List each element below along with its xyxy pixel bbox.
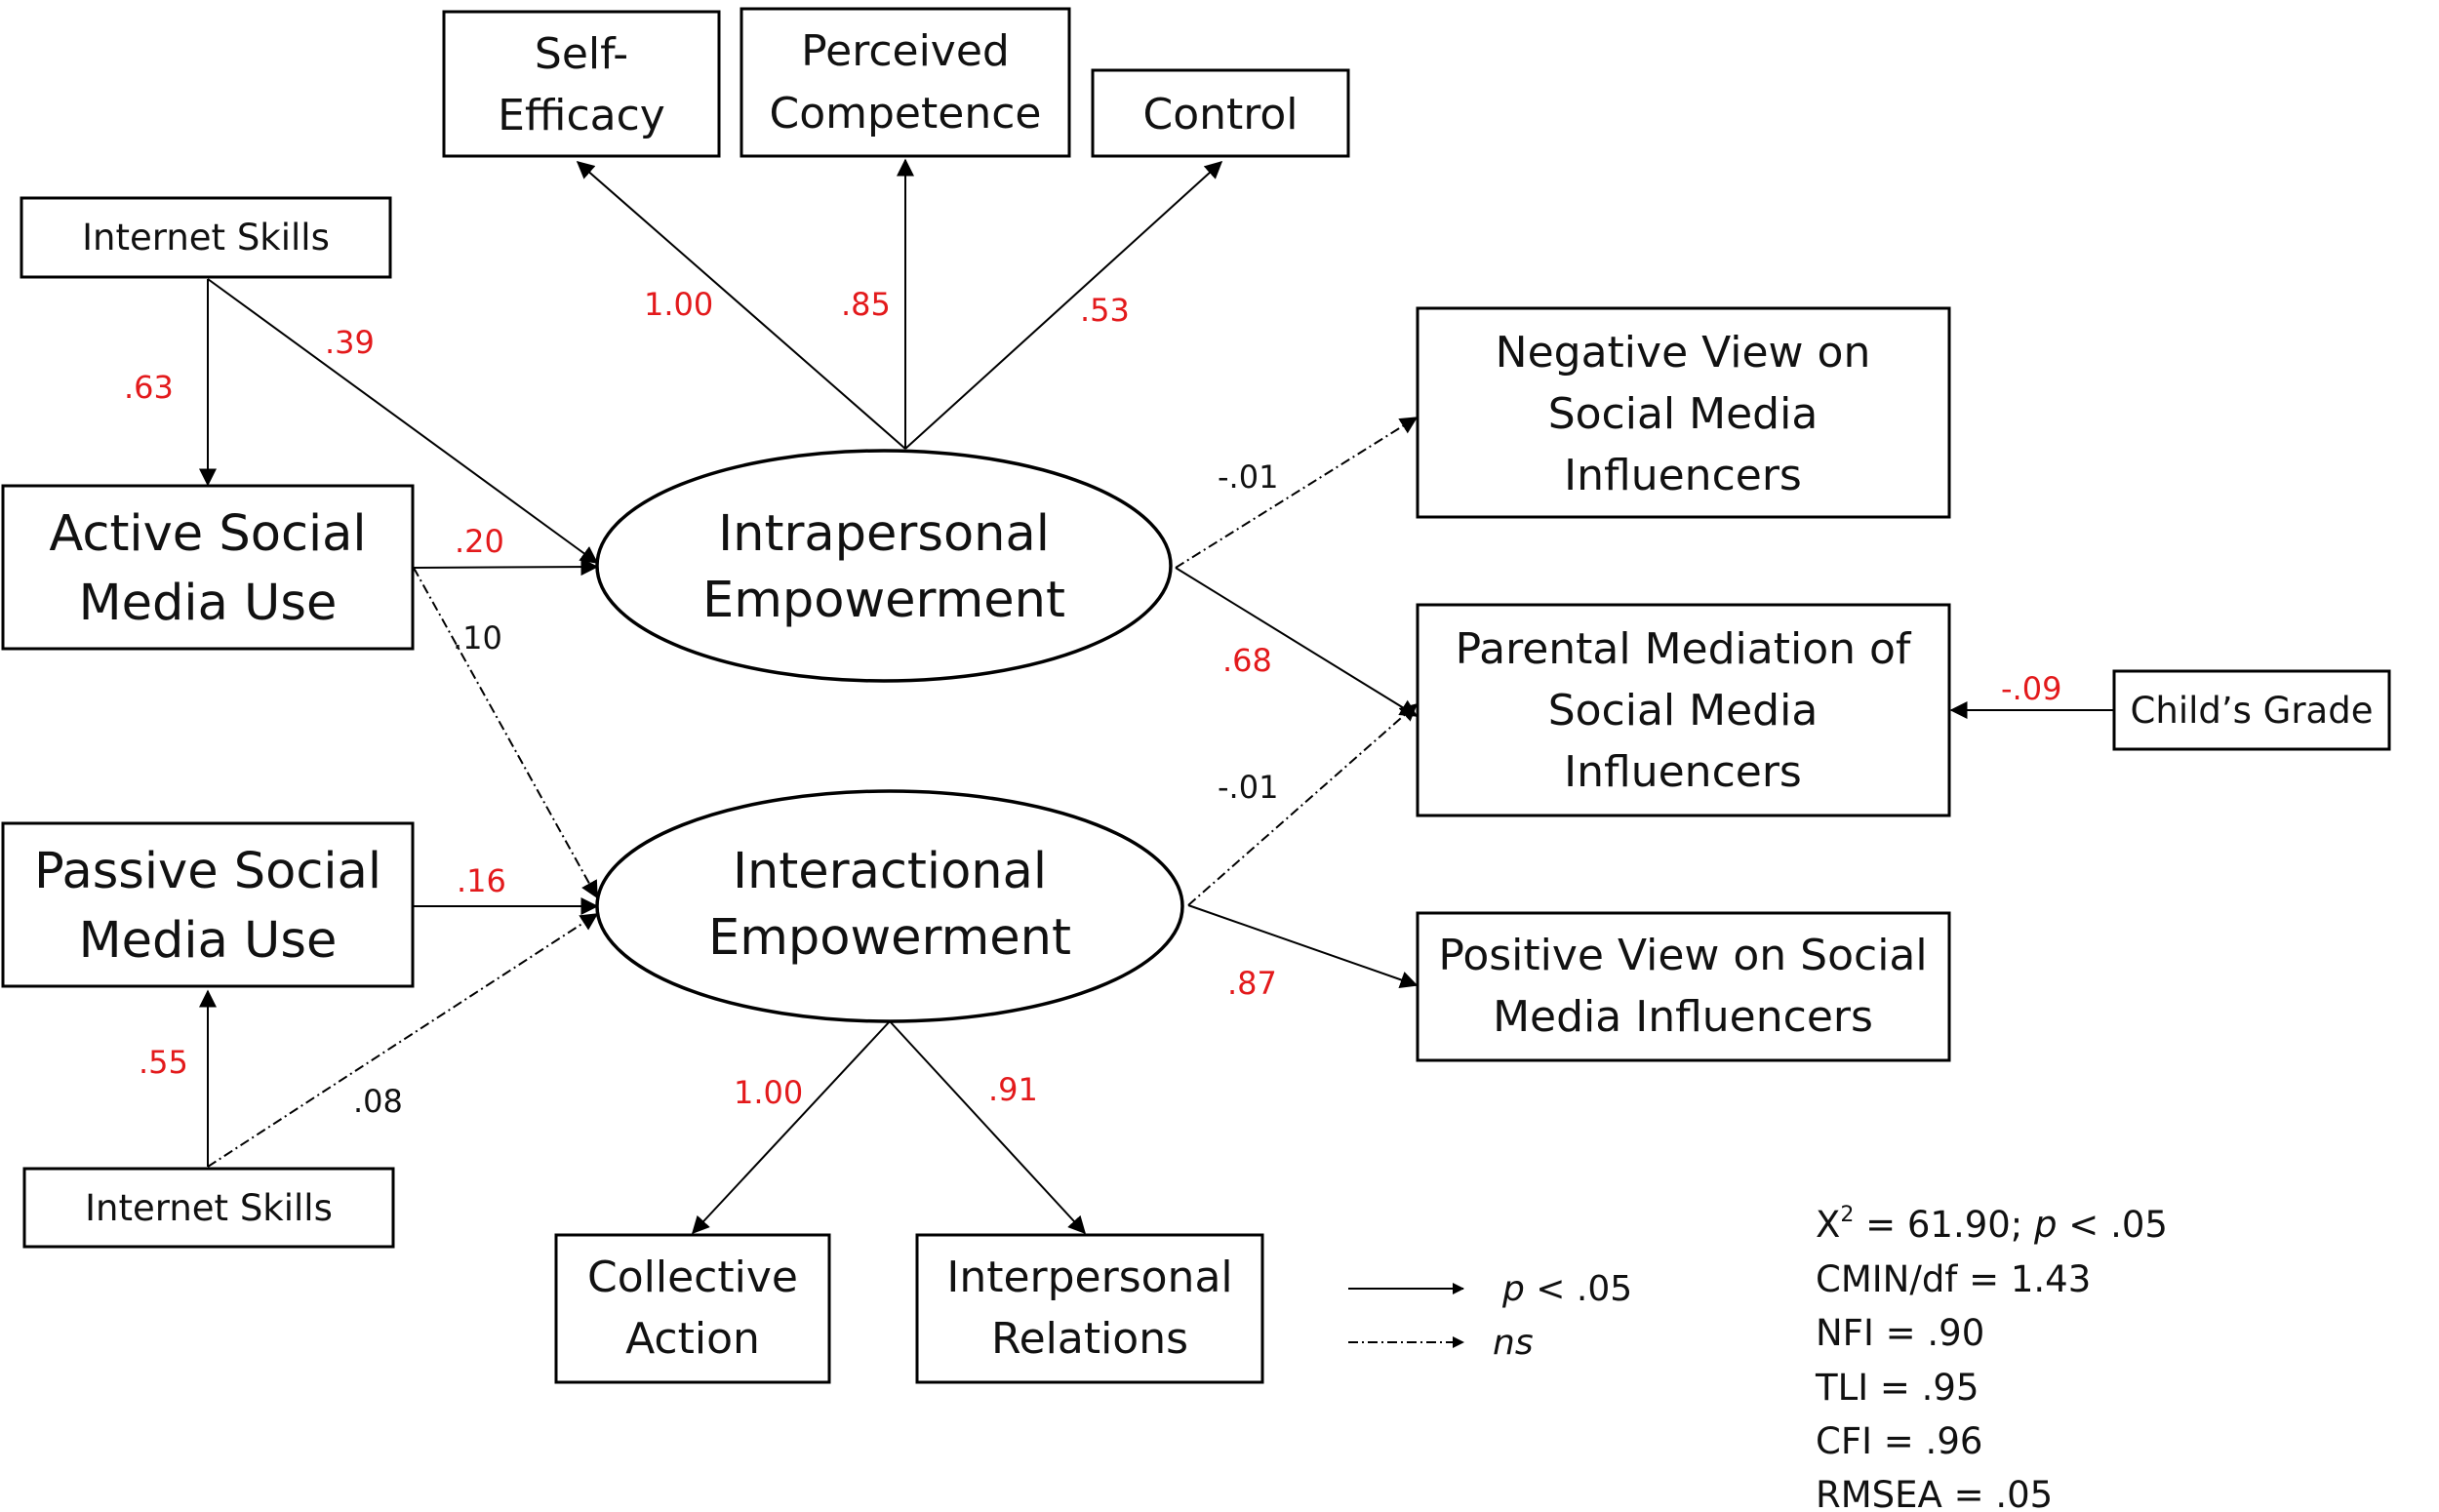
chi-p-rest: < .05 [2058, 1204, 2168, 1246]
coef-intra-to-self-efficacy: 1.00 [644, 286, 713, 323]
coef-internet-bottom-to-passive: .55 [139, 1044, 188, 1081]
path-internet-top-to-intra [207, 278, 599, 564]
negative-view-line-2: Social Media [1548, 389, 1819, 439]
legend-p-rest: < .05 [1525, 1269, 1632, 1309]
chi-prefix: X [1816, 1204, 1840, 1246]
node-positive-view: Positive View on Social Media Influencer… [1416, 911, 1951, 1062]
self-efficacy-line-1: Self- [535, 29, 628, 79]
legend-dashed-label: ns [1493, 1323, 1534, 1363]
perceived-competence-line-1: Perceived [801, 26, 1010, 76]
node-collective-action: Collective Action [554, 1233, 831, 1384]
node-parental-mediation: Parental Mediation of Social Media Influ… [1416, 603, 1951, 817]
fit-cfi: CFI = .96 [1816, 1420, 1982, 1462]
coef-inter-to-collective: 1.00 [734, 1074, 803, 1111]
coef-inter-to-positive: .87 [1227, 965, 1277, 1002]
node-active-use: Active Social Media Use [1, 484, 415, 651]
coef-active-to-intra: .20 [455, 523, 504, 560]
coef-intra-to-control: .53 [1080, 292, 1130, 329]
chi-superscript: 2 [1840, 1203, 1854, 1227]
legend: p < .05 ns [1348, 1269, 1632, 1363]
fit-rmsea: RMSEA = .05 [1816, 1474, 2053, 1512]
node-internet-skills-top: Internet Skills [20, 196, 392, 279]
coef-internet-bottom-to-inter: .08 [353, 1083, 403, 1120]
interactional-line-1: Interactional [733, 843, 1047, 900]
internet-skills-bottom-label: Internet Skills [85, 1187, 333, 1229]
node-self-efficacy: Self- Efficacy [442, 10, 721, 158]
path-active-to-inter [413, 567, 598, 899]
active-use-line-2: Media Use [79, 575, 338, 632]
self-efficacy-line-2: Efficacy [498, 91, 665, 140]
fit-chi-square: X2 = 61.90; p < .05 [1816, 1203, 2168, 1246]
fit-tli: TLI = .95 [1815, 1367, 1979, 1409]
path-inter-to-parental [1187, 703, 1419, 906]
control-label: Control [1142, 90, 1298, 139]
coef-inter-to-parental: -.01 [1218, 769, 1278, 806]
fit-statistics: X2 = 61.90; p < .05 CMIN/df = 1.43 NFI =… [1815, 1203, 2168, 1512]
coef-intra-to-parental: .68 [1222, 642, 1272, 679]
interpersonal-relations-line-1: Interpersonal [946, 1253, 1232, 1302]
path-intra-to-self-efficacy [576, 161, 906, 450]
paths-layer [199, 158, 2113, 1235]
coef-grade-to-parental: -.09 [2001, 670, 2061, 707]
active-use-line-1: Active Social [49, 505, 366, 563]
path-active-to-intra [413, 558, 599, 577]
coef-passive-to-inter: .16 [457, 862, 506, 899]
node-control: Control [1091, 68, 1350, 158]
intrapersonal-line-1: Intrapersonal [718, 505, 1050, 563]
node-internet-skills-bottom: Internet Skills [22, 1167, 395, 1249]
nodes-layer: Self- Efficacy Perceived Competence Cont… [1, 7, 2391, 1384]
interactional-line-2: Empowerment [708, 909, 1071, 967]
path-inter-to-positive [1187, 904, 1419, 989]
coefficients-layer: 1.00 .85 .53 .63 .39 .20 .10 .16 .55 .08… [124, 286, 2061, 1120]
positive-view-line-1: Positive View on Social [1438, 931, 1927, 980]
coef-active-to-inter: .10 [453, 619, 502, 657]
parental-mediation-line-2: Social Media [1548, 686, 1819, 736]
internet-skills-top-label: Internet Skills [82, 217, 330, 259]
node-interactional-empowerment: Interactional Empowerment [595, 789, 1184, 1023]
fit-nfi: NFI = .90 [1816, 1312, 1984, 1354]
coef-intra-to-perceived-competence: .85 [841, 286, 891, 323]
chi-value: = 61.90; [1854, 1204, 2034, 1246]
coef-intra-to-negative: -.01 [1218, 458, 1278, 496]
path-inter-to-interpersonal [889, 1020, 1087, 1235]
interpersonal-relations-line-2: Relations [991, 1314, 1188, 1364]
node-perceived-competence: Perceived Competence [740, 7, 1071, 158]
intrapersonal-line-2: Empowerment [702, 572, 1065, 629]
node-intrapersonal-empowerment: Intrapersonal Empowerment [595, 449, 1173, 683]
node-interpersonal-relations: Interpersonal Relations [915, 1233, 1264, 1384]
collective-action-line-2: Action [625, 1314, 760, 1364]
legend-solid-label: p < .05 [1501, 1269, 1632, 1309]
node-passive-use: Passive Social Media Use [1, 821, 415, 988]
passive-use-line-2: Media Use [79, 912, 338, 970]
chi-p: p [2033, 1204, 2058, 1246]
positive-view-line-2: Media Influencers [1493, 992, 1873, 1042]
coef-internet-top-to-active: .63 [124, 369, 174, 406]
path-intra-to-parental [1175, 567, 1419, 717]
coef-internet-top-to-intra: .39 [325, 324, 375, 361]
path-intra-to-control [904, 160, 1223, 450]
coef-inter-to-interpersonal: .91 [988, 1071, 1038, 1108]
parental-mediation-line-1: Parental Mediation of [1456, 624, 1912, 674]
node-negative-view: Negative View on Social Media Influencer… [1416, 306, 1951, 519]
childs-grade-label: Child’s Grade [2131, 690, 2374, 732]
negative-view-line-3: Influencers [1564, 451, 1802, 500]
negative-view-line-1: Negative View on [1496, 328, 1871, 378]
path-intra-to-negative [1175, 417, 1419, 569]
perceived-competence-line-2: Competence [770, 89, 1042, 139]
path-inter-to-collective [691, 1020, 891, 1235]
legend-p-italic: p [1501, 1269, 1525, 1309]
node-childs-grade: Child’s Grade [2112, 669, 2391, 751]
passive-use-line-1: Passive Social [34, 843, 381, 900]
fit-cmin: CMIN/df = 1.43 [1816, 1258, 2091, 1300]
parental-mediation-line-3: Influencers [1564, 747, 1802, 797]
collective-action-line-1: Collective [587, 1253, 798, 1302]
